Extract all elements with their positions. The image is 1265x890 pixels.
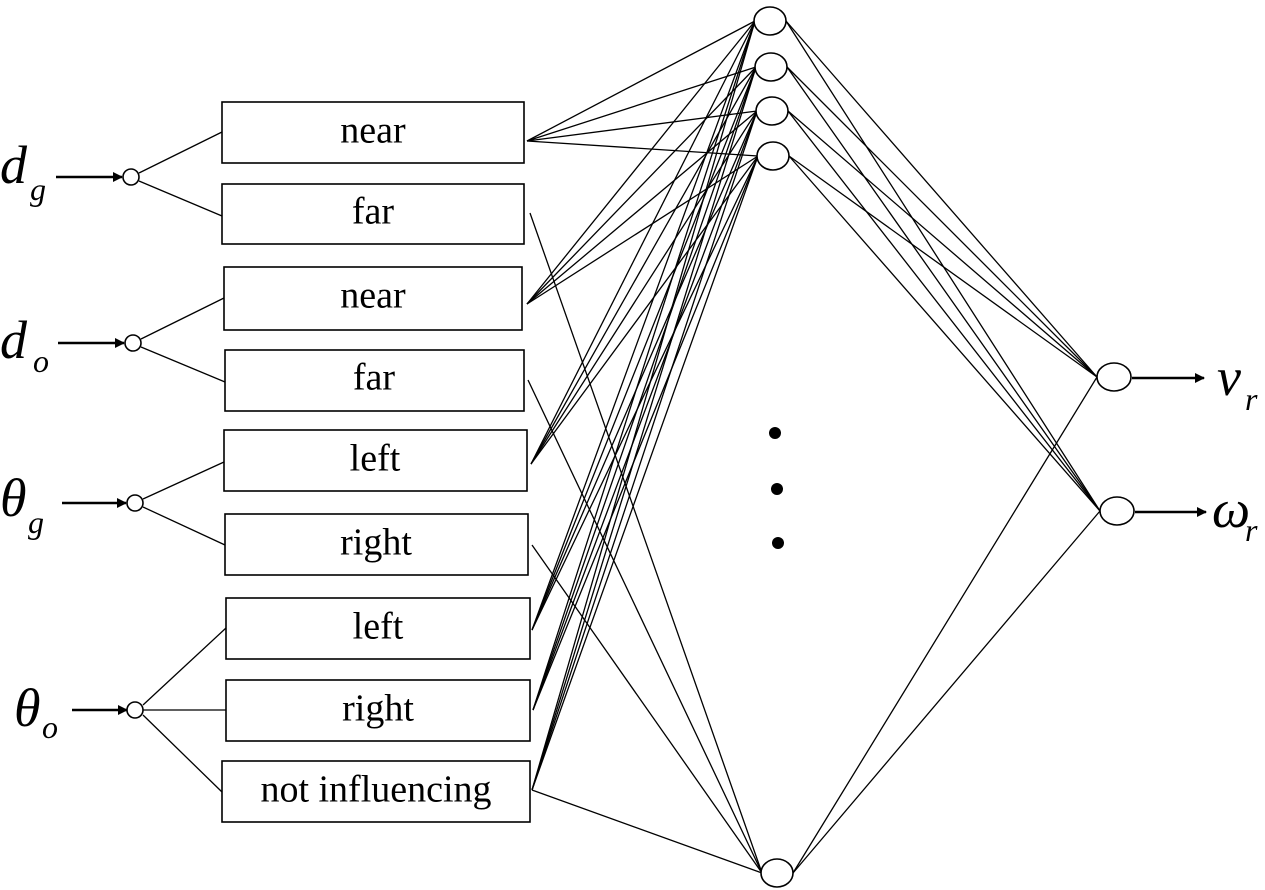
svg-text:far: far xyxy=(352,191,395,233)
input-node-thetag xyxy=(126,494,144,512)
rule-nodes xyxy=(753,6,794,888)
term-to-rule-line xyxy=(527,379,763,874)
term-to-rule-line xyxy=(526,140,759,157)
term-to-rule-line xyxy=(531,544,763,874)
term-to-rule-line xyxy=(530,155,759,465)
term-box-thetag-right: right xyxy=(224,513,529,576)
term-box-thetao-right: right xyxy=(225,679,531,742)
term-to-rule-line xyxy=(526,20,756,142)
term-to-rule-line xyxy=(532,20,756,711)
svg-text:d: d xyxy=(0,135,28,195)
output-node-vr xyxy=(1096,362,1132,392)
output-node-omegar xyxy=(1099,496,1135,526)
svg-text:right: right xyxy=(342,688,414,730)
svg-text:r: r xyxy=(1245,512,1258,548)
input-node-thetao xyxy=(126,701,144,719)
term-box-dg-far: far xyxy=(221,183,525,245)
term-to-rule-line xyxy=(531,20,756,631)
input-node-dg xyxy=(122,168,140,186)
svg-text:g: g xyxy=(30,171,46,207)
svg-text:r: r xyxy=(1245,381,1258,417)
svg-text:v: v xyxy=(1217,347,1241,407)
term-to-rule-line xyxy=(526,66,757,142)
term-to-rule-line xyxy=(526,20,756,305)
svg-text:right: right xyxy=(340,522,412,564)
term-box-thetao-left: left xyxy=(225,597,531,660)
input-node-do xyxy=(124,334,142,352)
output-omegar: ω r xyxy=(1099,479,1258,548)
term-to-rule-line xyxy=(531,155,759,791)
svg-text:left: left xyxy=(353,606,404,648)
rule-node-1 xyxy=(753,6,787,36)
svg-text:θ: θ xyxy=(14,678,41,738)
input-to-term-lines xyxy=(138,131,227,793)
svg-text:near: near xyxy=(340,275,406,317)
svg-text:o: o xyxy=(42,709,58,745)
term-to-rule-line xyxy=(529,212,763,874)
rule-node-2 xyxy=(754,52,788,82)
term-to-rule-line xyxy=(531,155,759,631)
term-to-rule-line xyxy=(531,66,757,791)
term-box-dg-near: near xyxy=(221,101,525,164)
term-box-do-far: far xyxy=(224,349,525,412)
term-to-rule-line xyxy=(526,110,758,142)
term-to-rule-line xyxy=(532,155,759,711)
term-to-rule-line xyxy=(531,66,757,631)
svg-text:θ: θ xyxy=(0,468,27,528)
rule-to-output-line xyxy=(785,20,1098,378)
svg-text:far: far xyxy=(353,357,396,399)
svg-text:left: left xyxy=(350,438,401,480)
term-to-rule-line xyxy=(531,110,758,791)
rule-to-output-line xyxy=(792,510,1101,874)
svg-text:not influencing: not influencing xyxy=(260,769,491,811)
rule-node-3 xyxy=(755,96,789,126)
svg-text:d: d xyxy=(0,310,28,370)
output-vr: v r xyxy=(1096,347,1258,417)
term-box-thetag-left: left xyxy=(223,429,528,492)
term-to-rule-line xyxy=(532,110,758,711)
input-variable-dg: d g xyxy=(0,135,140,207)
input-variable-thetag: θ g xyxy=(0,468,144,540)
rule-to-output-line xyxy=(792,376,1098,874)
term-to-rule-line xyxy=(530,110,758,465)
rule-node-4 xyxy=(756,141,790,171)
hidden-ellipsis xyxy=(769,427,784,549)
term-to-rule-line xyxy=(531,110,758,631)
svg-text:ω: ω xyxy=(1212,479,1250,539)
input-variable-thetao: θ o xyxy=(14,678,144,745)
term-to-rule-line xyxy=(531,20,756,791)
term-to-rule-line xyxy=(526,155,759,305)
rule-to-output-line xyxy=(786,66,1098,378)
term-to-rule-line xyxy=(530,20,756,465)
rule-to-output-line xyxy=(787,110,1098,378)
ellipsis-dot xyxy=(772,537,784,549)
rule-to-output-line xyxy=(787,110,1101,512)
svg-text:near: near xyxy=(340,110,406,152)
svg-text:o: o xyxy=(33,343,49,379)
ellipsis-dot xyxy=(769,427,781,439)
term-to-rule-line xyxy=(526,110,758,305)
rule-to-output-line xyxy=(788,155,1101,512)
ellipsis-dot xyxy=(771,483,783,495)
term-to-rule-line xyxy=(526,66,757,305)
term-box-thetao-not-influencing: not influencing xyxy=(221,760,531,823)
term-to-rule-line xyxy=(531,789,763,874)
input-variable-do: d o xyxy=(0,310,142,379)
rule-to-output-line xyxy=(786,66,1101,512)
output-connection-lines xyxy=(785,20,1101,874)
rule-connection-lines xyxy=(526,20,763,874)
svg-text:g: g xyxy=(28,504,44,540)
rule-node-last xyxy=(760,858,794,888)
rule-to-output-line xyxy=(788,155,1098,378)
term-to-rule-line xyxy=(532,66,757,711)
term-box-do-near: near xyxy=(223,266,523,331)
